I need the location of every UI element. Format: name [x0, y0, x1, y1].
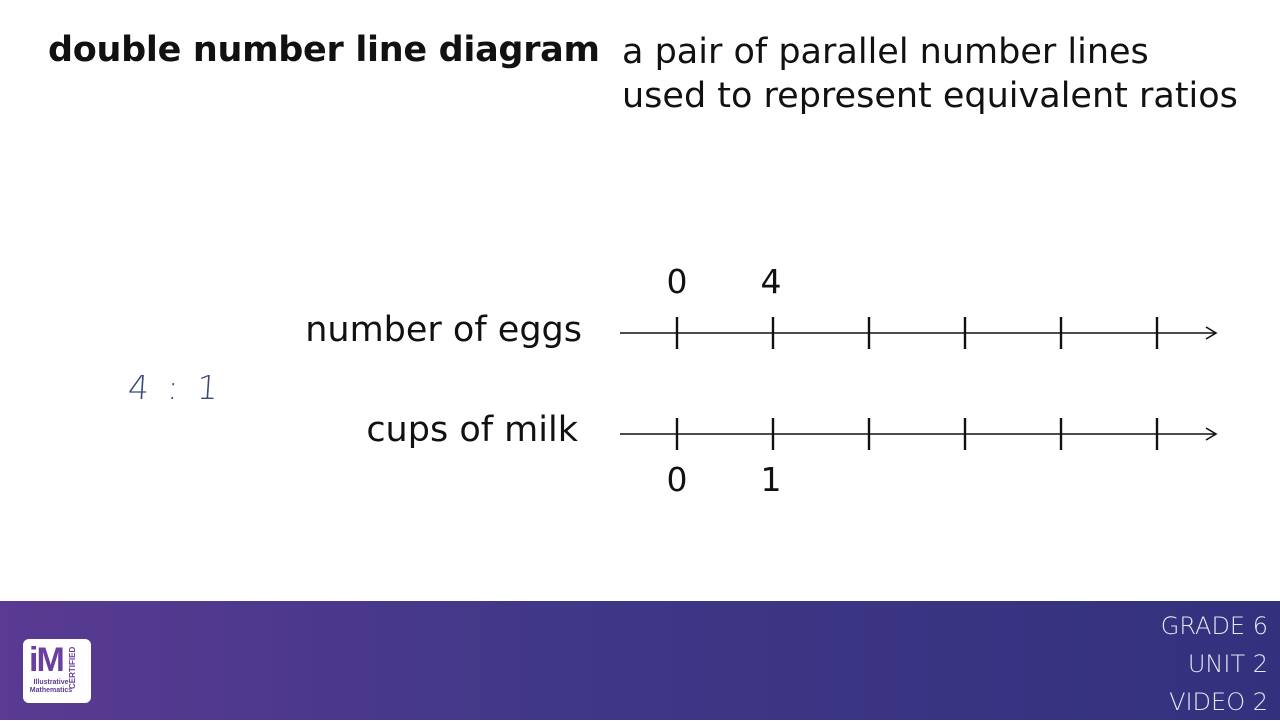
milk-tick-label-1: 1	[760, 460, 782, 499]
logo-certified-badge: CERTIFIED	[68, 646, 77, 689]
grade-label: GRADE 6	[1160, 612, 1268, 640]
eggs-tick-label-0: 0	[666, 262, 688, 301]
definition-line-1: a pair of parallel number lines	[622, 32, 1149, 72]
footer-bar: iM Illustrative Mathematics CERTIFIED GR…	[0, 601, 1280, 720]
video-label: VIDEO 2	[1169, 688, 1268, 716]
eggs-line-label: number of eggs	[305, 310, 582, 350]
eggs-tick-label-1: 4	[760, 262, 782, 301]
logo-mark: iM	[29, 641, 65, 679]
term-title: double number line diagram	[48, 30, 600, 70]
eggs-arrowhead	[1205, 326, 1218, 340]
milk-tick-label-0: 0	[666, 460, 688, 499]
unit-label: UNIT 2	[1187, 650, 1268, 678]
double-number-line	[620, 317, 1218, 450]
illustrative-math-logo: iM Illustrative Mathematics CERTIFIED	[23, 639, 91, 703]
milk-arrowhead	[1205, 427, 1218, 441]
milk-line-label: cups of milk	[366, 410, 578, 450]
definition-line-2: used to represent equivalent ratios	[622, 76, 1238, 116]
course-info: GRADE 6 UNIT 2 VIDEO 2	[1161, 607, 1268, 721]
term-definition: a pair of parallel number lines used to …	[622, 30, 1238, 118]
logo-name: Illustrative Mathematics	[29, 679, 73, 694]
